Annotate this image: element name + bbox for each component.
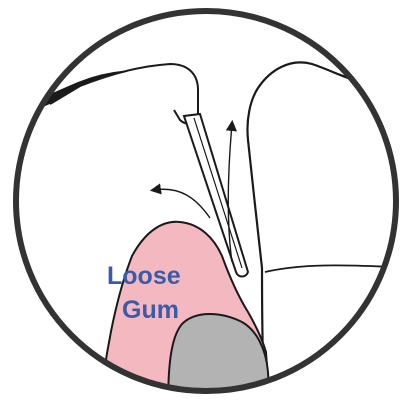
loose-gum-label-line2: Gum xyxy=(122,296,179,324)
curved-arrow-icon xyxy=(154,189,210,218)
loose-gum-label-line1: Loose xyxy=(107,262,181,290)
instrument-head xyxy=(50,64,198,123)
